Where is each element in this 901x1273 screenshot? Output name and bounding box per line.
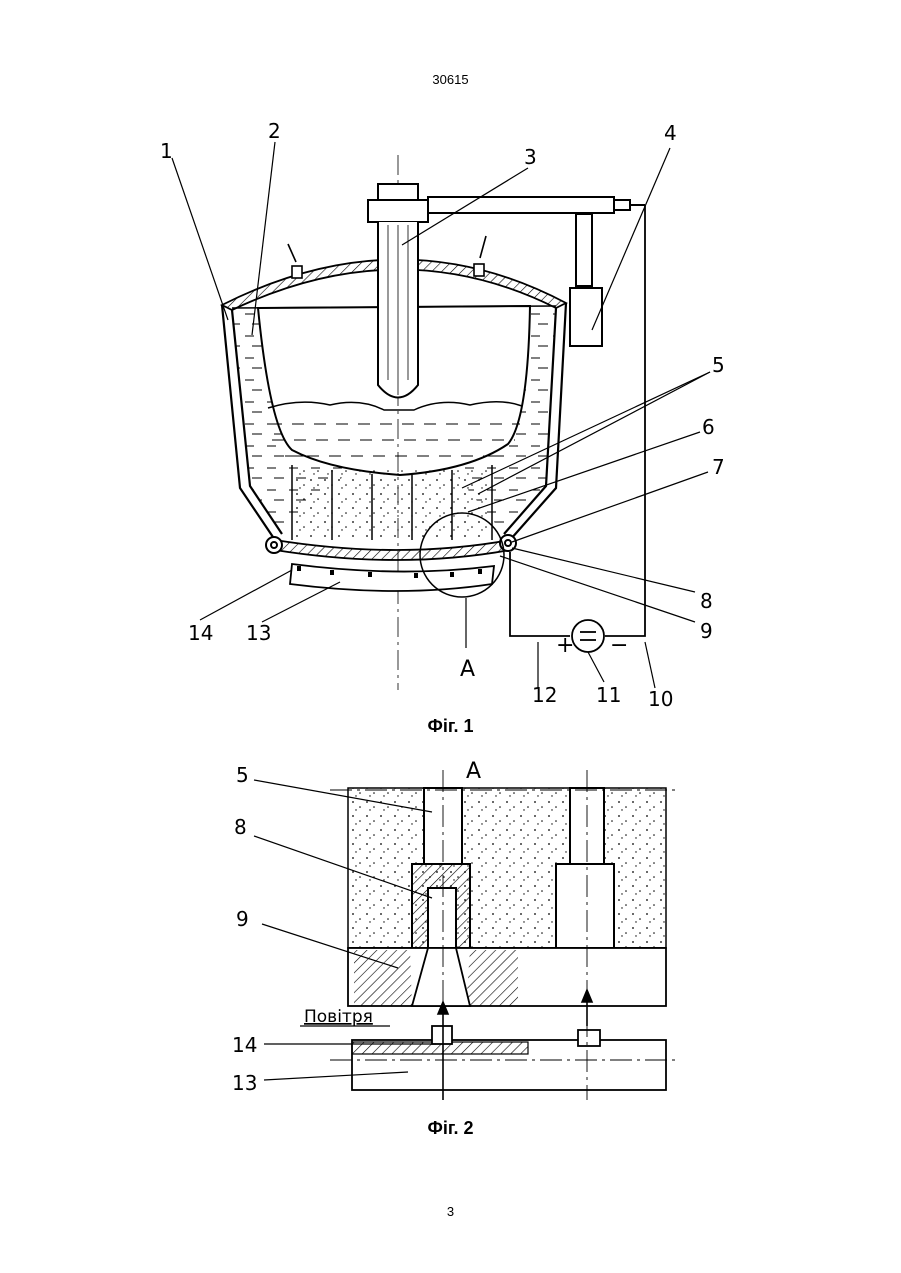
label-7: 7 <box>712 455 725 479</box>
porous-block <box>292 465 492 540</box>
label-6: 6 <box>702 415 715 439</box>
page-number: 3 <box>0 1204 901 1219</box>
label-11: 11 <box>596 683 621 707</box>
label-14: 14 <box>188 621 213 645</box>
polarity-minus: − <box>610 633 628 658</box>
plate-hatch-left <box>354 950 412 1006</box>
label-10: 10 <box>648 687 673 711</box>
section-mark-a: A <box>460 657 475 682</box>
label-14-detail: 14 <box>232 1033 257 1057</box>
label-4: 4 <box>664 121 677 145</box>
label-8: 8 <box>700 589 713 613</box>
label-1: 1 <box>160 139 173 163</box>
label-9-detail: 9 <box>236 907 249 931</box>
label-13: 13 <box>246 621 271 645</box>
plate-hatch-right <box>466 950 518 1006</box>
section-mark-a-detail: A <box>466 759 481 784</box>
document-number: 30615 <box>0 72 901 87</box>
label-2: 2 <box>268 119 281 143</box>
figure-1-caption: Фіг. 1 <box>0 716 901 737</box>
label-8-detail: 8 <box>234 815 247 839</box>
label-12: 12 <box>532 683 557 707</box>
bottom-plate <box>275 540 510 560</box>
figure-2-drawing: 5 8 9 14 13 A Повітря <box>225 755 685 1105</box>
label-9: 9 <box>700 619 713 643</box>
figure-2-caption: Фіг. 2 <box>0 1118 901 1139</box>
label-13-detail: 13 <box>232 1071 257 1095</box>
label-5: 5 <box>712 353 725 377</box>
label-3: 3 <box>524 145 537 169</box>
porous-block-section <box>348 788 666 948</box>
air-distributor <box>290 564 494 591</box>
air-label: Повітря <box>304 1007 373 1027</box>
polarity-plus: + <box>556 633 574 658</box>
label-5-detail: 5 <box>236 763 249 787</box>
figure-1-drawing: 1 2 3 4 5 6 7 8 9 10 11 12 13 14 A + − <box>150 105 750 715</box>
